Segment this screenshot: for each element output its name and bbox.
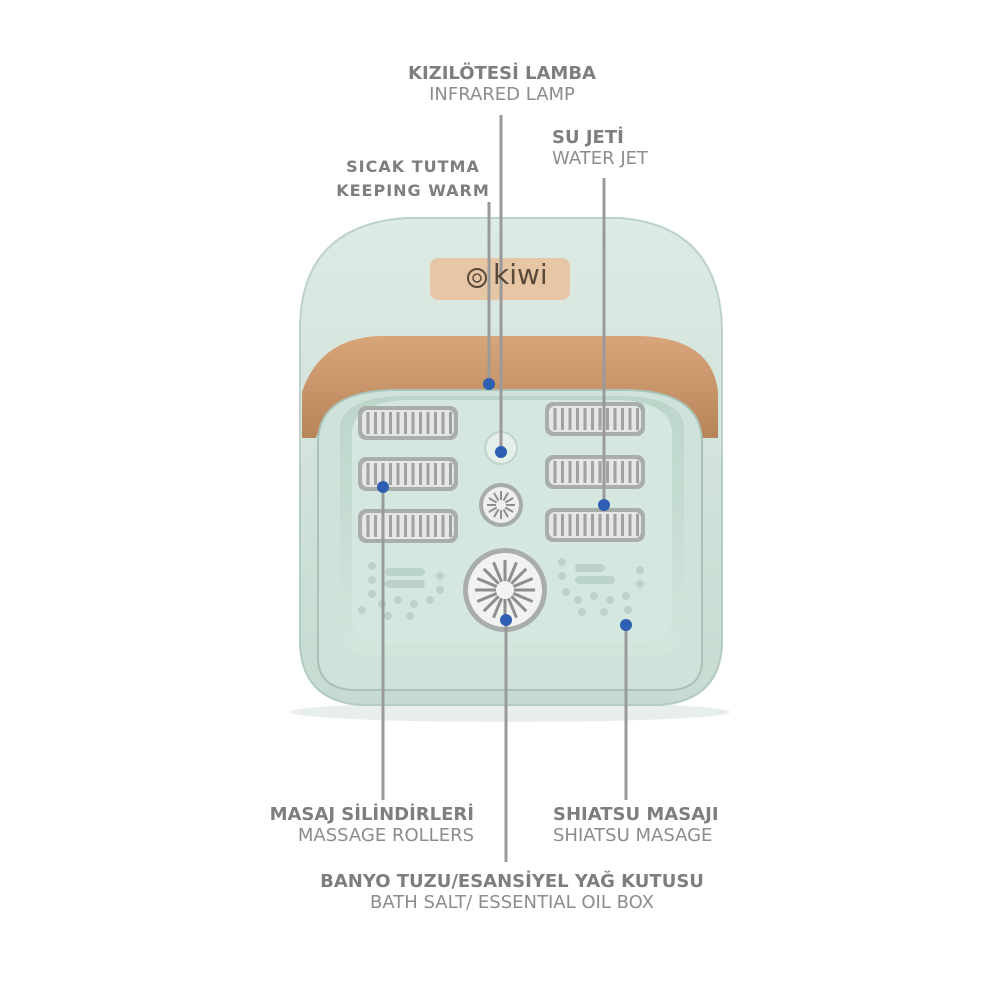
callout-keeping-warm-en: KEEPING WARM	[336, 181, 490, 201]
kiwi-logo-icon	[467, 268, 487, 288]
callout-salt-box: BANYO TUZU/ESANSİYEL YAĞ KUTUSU BATH SAL…	[320, 871, 704, 913]
callout-keeping-warm: SICAK TUTMA KEEPING WARM	[336, 157, 490, 201]
callout-massage-rollers: MASAJ SİLİNDİRLERİ MASSAGE ROLLERS	[269, 804, 474, 846]
callout-salt-box-en: BATH SALT/ ESSENTIAL OIL BOX	[370, 891, 654, 913]
body-lower	[299, 460, 723, 706]
roller-ridges	[366, 408, 639, 537]
callout-dots	[377, 378, 632, 631]
callout-water-jet-en: WATER JET	[552, 147, 649, 169]
callout-salt-box-tr: BANYO TUZU/ESANSİYEL YAĞ KUTUSU	[320, 871, 704, 892]
callout-shiatsu-tr: SHIATSU MASAJI	[553, 804, 719, 825]
callout-massage-rollers-tr: MASAJ SİLİNDİRLERİ	[269, 804, 474, 825]
callout-water-jet: SU JETİ WATER JET	[552, 127, 649, 169]
callout-keeping-warm-tr: SICAK TUTMA	[346, 157, 480, 176]
callout-massage-rollers-en: MASSAGE ROLLERS	[297, 824, 474, 846]
shiatsu-nubs	[358, 558, 644, 620]
callout-infrared-lamp: KIZILÖTESİ LAMBA INFRARED LAMP	[408, 63, 596, 105]
callout-shiatsu: SHIATSU MASAJI SHIATSU MASAGE	[553, 804, 719, 846]
leader-lines	[381, 115, 628, 862]
callout-infrared-lamp-tr: KIZILÖTESİ LAMBA	[408, 63, 596, 84]
brand-name: kiwi	[493, 258, 548, 291]
callout-infrared-lamp-en: INFRARED LAMP	[429, 83, 575, 105]
copper-band	[302, 336, 718, 438]
callout-shiatsu-en: SHIATSU MASAGE	[553, 824, 713, 846]
base-shadow	[290, 702, 730, 722]
callout-water-jet-tr: SU JETİ	[552, 127, 624, 148]
